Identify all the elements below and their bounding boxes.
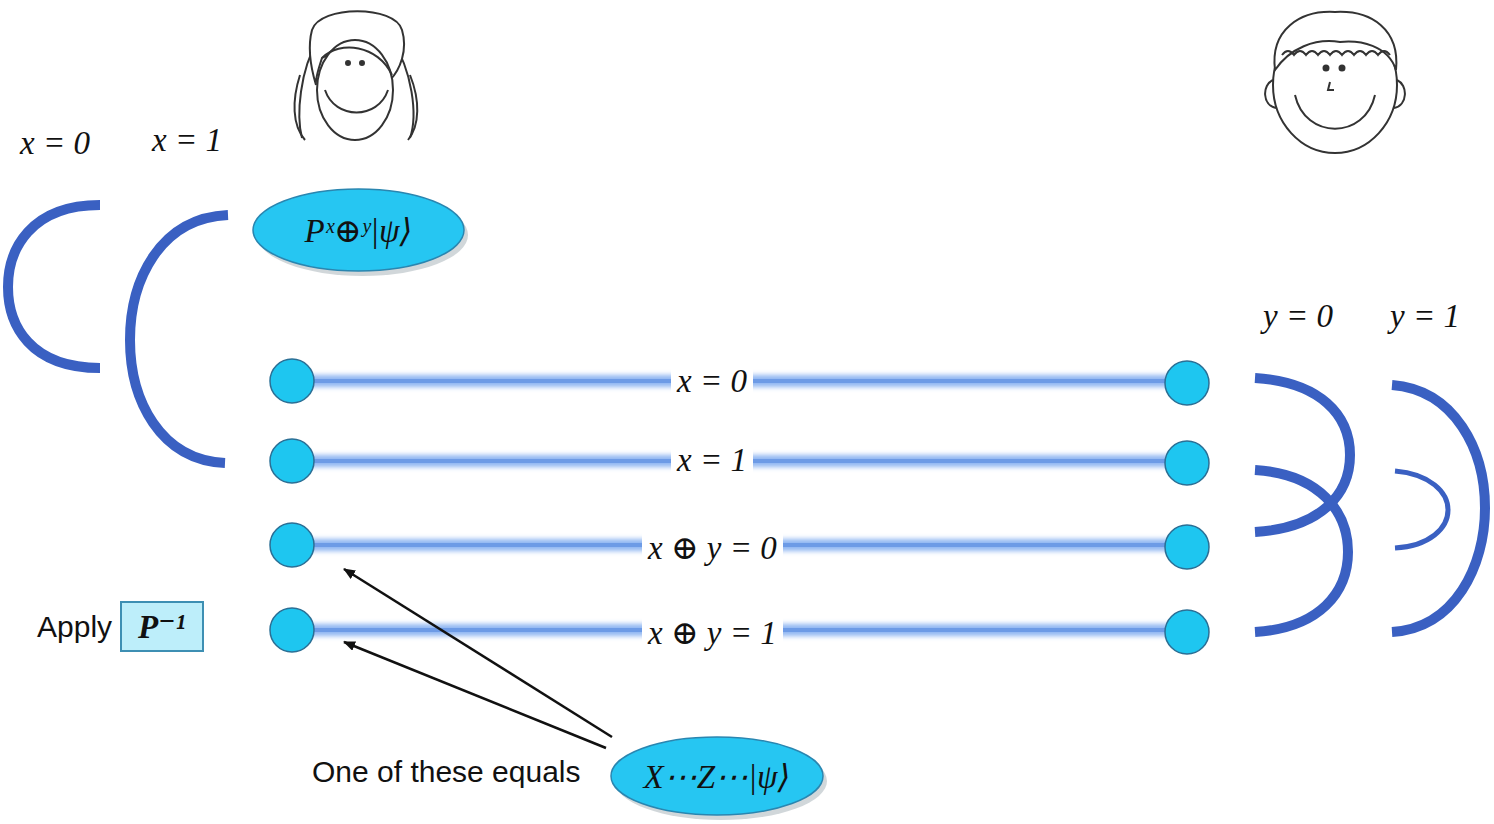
pointer-arrow [344,569,612,748]
line-label: x = 1 [671,442,753,479]
girl-face [295,11,418,140]
text-label: x = 1 [152,122,222,159]
entangled-link [292,381,1187,630]
operation-heading: Apply [37,610,112,644]
operation-symbol: P⁻¹ [120,601,203,652]
measurement-bracket [8,205,1485,632]
state-text: Pˣ⊕ʸ|ψ⟩ [305,211,413,250]
line-label: x = 0 [671,363,753,400]
state-ellipse: X⋯Z⋯|ψ⟩ [609,735,825,817]
line-label: x ⊕ y = 0 [642,528,783,567]
text-label: y = 0 [1263,298,1333,335]
line-label: x ⊕ y = 1 [642,613,783,652]
text-label: One of these equals [312,755,581,789]
text-label: y = 1 [1390,298,1460,335]
boy-face [1265,12,1405,153]
state-ellipse: Pˣ⊕ʸ|ψ⟩ [251,187,466,273]
text-label: x = 0 [20,125,90,162]
state-text: X⋯Z⋯|ψ⟩ [644,757,791,796]
operation-box: ApplyP⁻¹ [37,601,204,652]
